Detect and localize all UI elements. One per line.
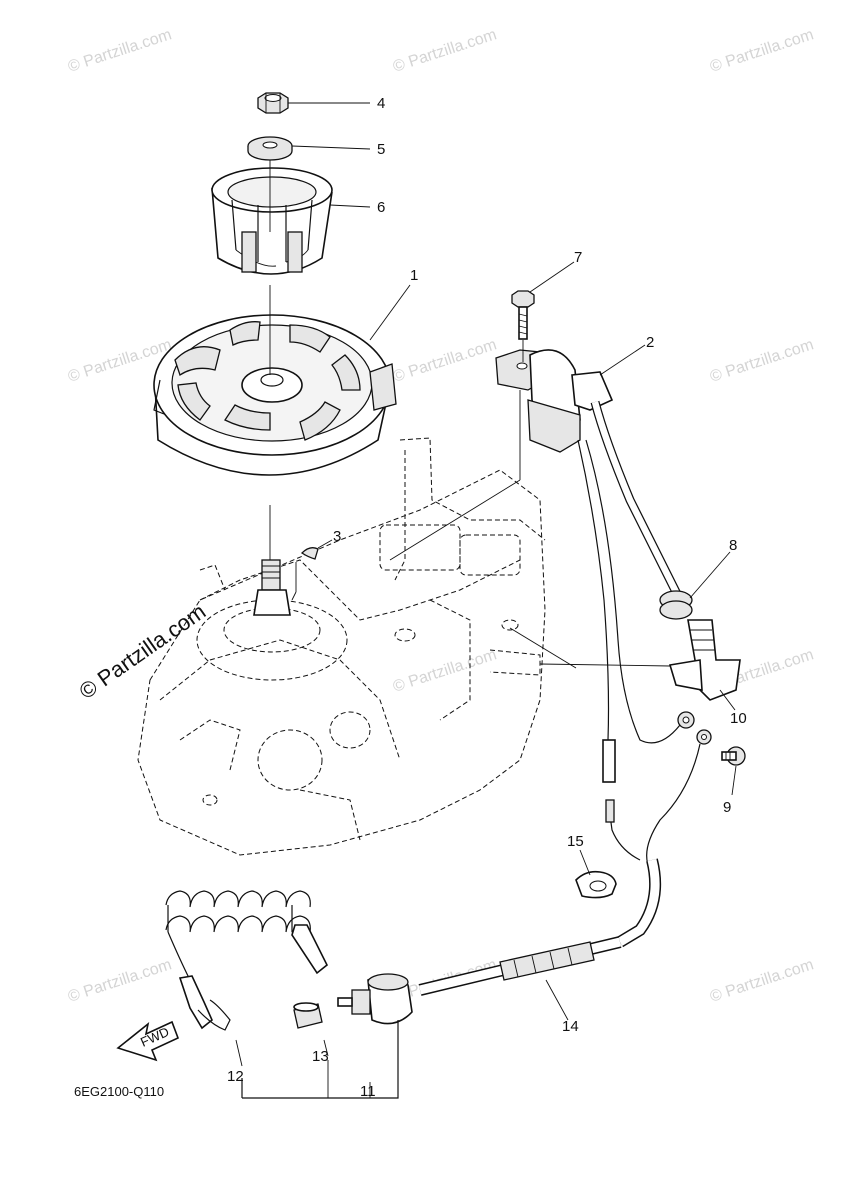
callout-11[interactable]: 11 [360, 1083, 376, 1100]
callout-12[interactable]: 12 [227, 1068, 244, 1085]
part-screw-9[interactable] [721, 746, 746, 766]
callout-7[interactable]: 7 [574, 249, 582, 266]
callout-5[interactable]: 5 [377, 141, 385, 158]
diagram-code: 6EG2100-Q110 [74, 1084, 164, 1099]
fwd-arrow: FWD [116, 1020, 180, 1062]
part-nut[interactable] [257, 92, 289, 114]
callout-3[interactable]: 3 [333, 528, 341, 545]
part-starter-cup[interactable] [211, 167, 333, 275]
assembly-line [509, 627, 577, 669]
callout-9[interactable]: 9 [723, 799, 731, 816]
assembly-line [389, 479, 521, 561]
part-washer[interactable] [247, 136, 293, 161]
part-ground-wire [605, 729, 712, 871]
part-grommet[interactable] [659, 590, 693, 620]
crankshaft-end [253, 559, 291, 616]
callout-8[interactable]: 8 [729, 537, 737, 554]
watermark: © Partzilla.com [708, 336, 816, 385]
watermark: © Partzilla.com [391, 646, 499, 695]
callout-10[interactable]: 10 [730, 710, 747, 727]
leader-line [545, 979, 569, 1021]
part-clip[interactable] [293, 1002, 323, 1029]
assembly-line [539, 663, 671, 667]
part-stop-switch[interactable] [337, 973, 413, 1025]
part-spark-plug-cap[interactable] [668, 619, 741, 701]
callout-4[interactable]: 4 [377, 95, 385, 112]
assembly-bracket-11 [235, 1020, 399, 1099]
callout-6[interactable]: 6 [377, 199, 385, 216]
callout-14[interactable]: 14 [562, 1018, 579, 1035]
watermark: © Partzilla.com [708, 26, 816, 75]
part-stop-switch-cable[interactable] [418, 858, 662, 996]
callout-1[interactable]: 1 [410, 267, 418, 284]
callout-2[interactable]: 2 [646, 334, 654, 351]
part-clamp[interactable] [575, 870, 617, 899]
leader-lines [288, 102, 737, 876]
part-woodruff-key[interactable] [291, 547, 319, 601]
watermark: © Partzilla.com [66, 956, 174, 1005]
part-flywheel[interactable] [153, 314, 397, 476]
callout-labels: 1 2 3 4 5 6 7 8 9 10 11 12 13 14 15 [227, 95, 747, 1100]
engine-block [137, 437, 546, 856]
callout-15[interactable]: 15 [567, 833, 584, 850]
part-ignition-coil[interactable] [495, 349, 695, 783]
callout-13[interactable]: 13 [312, 1048, 329, 1065]
watermark-main: © Partzilla.com [75, 599, 211, 705]
part-lanyard[interactable] [165, 890, 329, 1031]
watermark-grid: © Partzilla.com © Partzilla.com © Partzi… [66, 26, 816, 1005]
part-bolt-7[interactable] [511, 290, 535, 340]
watermark: © Partzilla.com [391, 336, 499, 385]
watermark: © Partzilla.com [66, 26, 174, 75]
watermark: © Partzilla.com [391, 26, 499, 75]
watermark: © Partzilla.com [708, 956, 816, 1005]
